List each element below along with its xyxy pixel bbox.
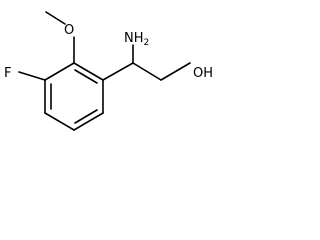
methoxy-oxygen-label: O bbox=[64, 23, 74, 38]
bond-ch2-hydroxyl bbox=[160, 62, 191, 81]
ring-double-bond-c4-c5 bbox=[74, 109, 98, 124]
bond-alpha-carbon-ch2 bbox=[132, 62, 162, 81]
amine-symbol: NH bbox=[124, 31, 144, 46]
ring-bond-c4-c5 bbox=[73, 112, 104, 131]
fluorine-label: F bbox=[4, 66, 11, 81]
ring-bond-c1-c2 bbox=[44, 62, 75, 81]
bond-ring-alpha-carbon bbox=[102, 62, 134, 81]
amine-subscript: 2 bbox=[144, 38, 150, 48]
structure-diagram: F O NH2 OH bbox=[4, 11, 213, 131]
amine-label: NH2 bbox=[124, 31, 149, 48]
ring-bond-c3-c4 bbox=[44, 112, 75, 131]
ring-double-bond-c6-c1 bbox=[74, 69, 98, 84]
hydroxyl-label: OH bbox=[193, 66, 213, 81]
benzene-ring bbox=[44, 62, 104, 131]
bond-ring-fluorine bbox=[18, 71, 46, 81]
bond-oxygen-methyl bbox=[45, 11, 66, 25]
ring-bond-c6-c1 bbox=[73, 62, 104, 81]
